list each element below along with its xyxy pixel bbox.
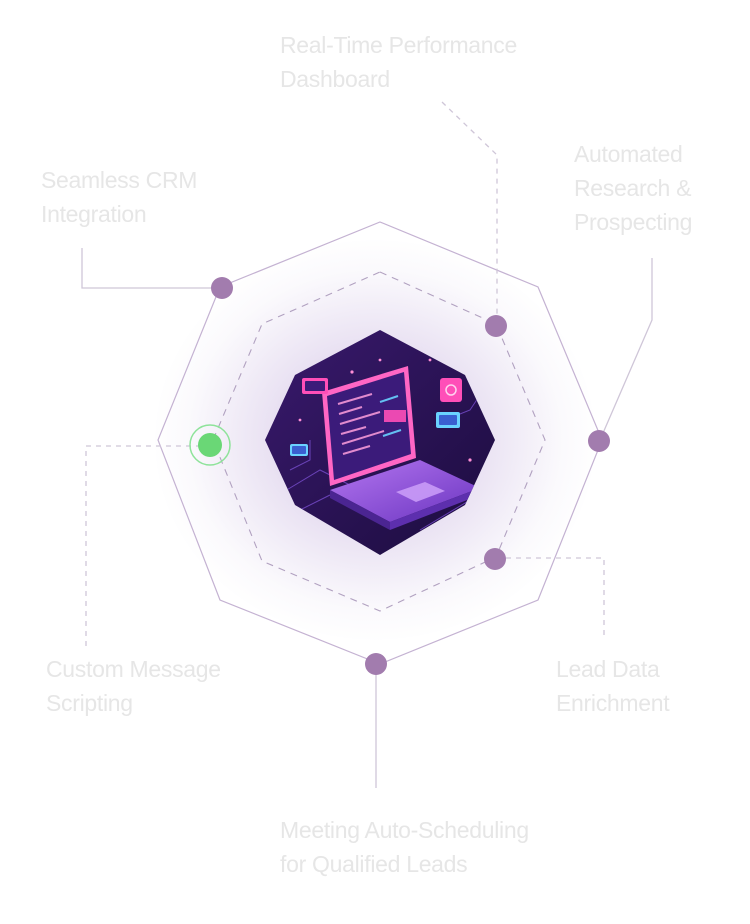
connector-scripting [85, 445, 210, 646]
node-scripting-ring [189, 424, 231, 466]
hub-illustration [265, 330, 495, 555]
node-scheduling[interactable] [365, 653, 387, 675]
label-scheduling: Meeting Auto-Scheduling for Qualified Le… [280, 817, 529, 877]
label-dashboard: Real-Time Performance Dashboard [280, 32, 517, 92]
node-crm[interactable] [211, 277, 233, 299]
connector-enrichment [496, 557, 605, 636]
label-research: Automated Research & Prospecting [574, 141, 693, 235]
node-research[interactable] [588, 430, 610, 452]
inner-ring [212, 271, 546, 612]
node-dashboard[interactable] [485, 315, 507, 337]
label-crm: Seamless CRM Integration [41, 167, 198, 227]
label-scripting: Custom Message Scripting [46, 656, 221, 716]
label-enrichment: Lead Data Enrichment [556, 656, 670, 716]
node-scripting[interactable] [198, 433, 222, 457]
node-enrichment[interactable] [484, 548, 506, 570]
connector-crm [81, 248, 220, 289]
connector-dashboard [441, 101, 498, 324]
connector-research [599, 258, 653, 441]
